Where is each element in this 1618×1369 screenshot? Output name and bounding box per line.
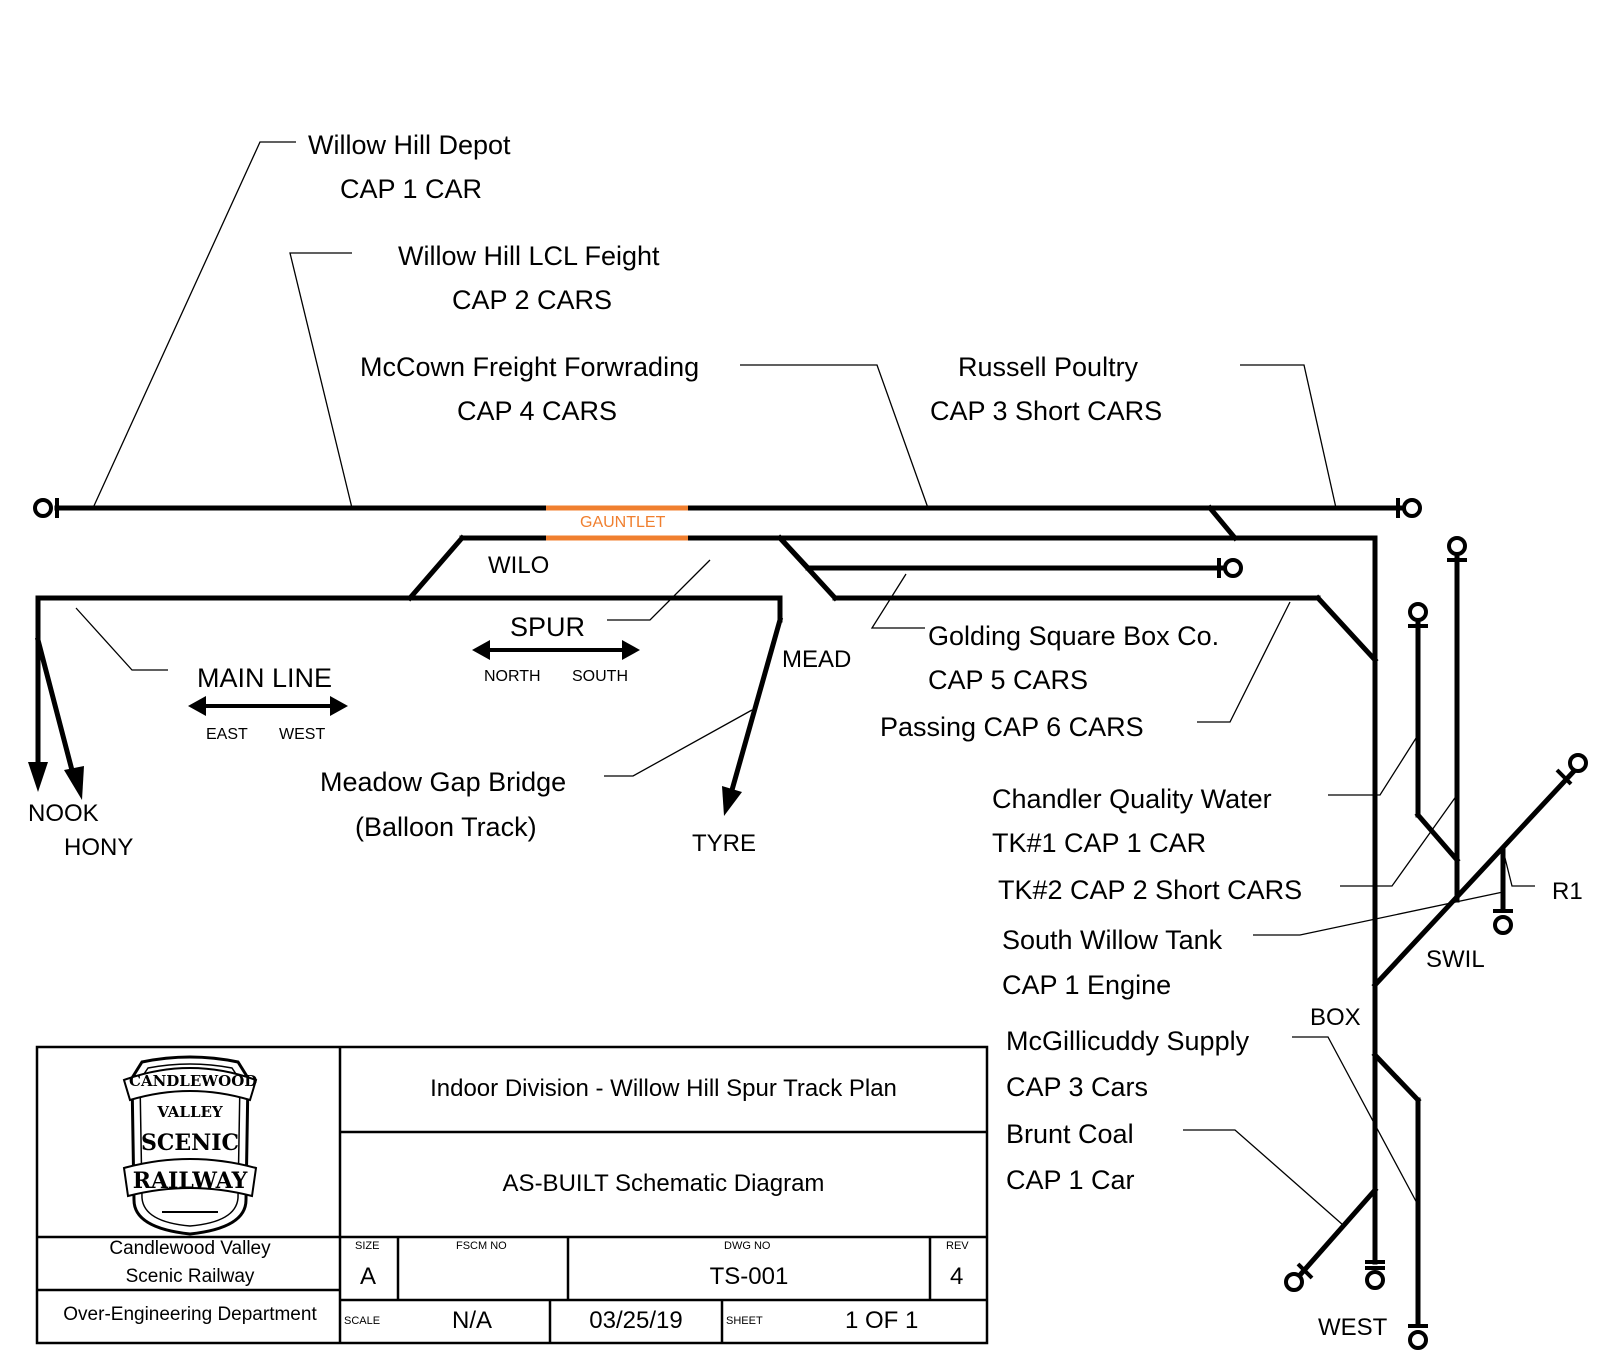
depot-cap: CAP 1 CAR [340, 174, 483, 204]
chandler-tk1-turnout [1414, 811, 1461, 864]
chandler-tk2: TK#2 CAP 2 Short CARS [998, 875, 1303, 905]
title-block-frame [35, 1045, 989, 1345]
east-label: EAST [206, 726, 248, 743]
bumper-icon [1402, 498, 1422, 518]
depot-name: Willow Hill Depot [308, 130, 511, 160]
russell-name: Russell Poultry [958, 352, 1139, 382]
department: Over-Engineering Department [63, 1304, 317, 1325]
station-nook: NOOK [28, 800, 99, 827]
golding-cap: CAP 5 CARS [928, 665, 1089, 695]
lcl-name: Willow Hill LCL Feight [398, 241, 660, 271]
mcg-name: McGillicuddy Supply [1006, 1026, 1250, 1056]
brunt-name: Brunt Coal [1006, 1119, 1134, 1149]
east-arrow-icon [188, 696, 206, 716]
main-tyre-leg2 [728, 616, 784, 794]
station-west: WEST [1318, 1314, 1388, 1341]
drawing-subtitle: AS-BUILT Schematic Diagram [502, 1170, 825, 1197]
chandler-name: Chandler Quality Water [992, 784, 1272, 814]
passing-turnout [1314, 594, 1379, 664]
south-label: SOUTH [572, 668, 628, 685]
west-arrow-icon [330, 696, 348, 716]
gauntlet-track [546, 505, 688, 541]
bumpers [33, 498, 1588, 1350]
sheet-label: SHEET [726, 1315, 763, 1327]
track-arrows [28, 762, 742, 816]
swil-diagonal-track [1371, 766, 1579, 989]
station-hony: HONY [64, 834, 134, 861]
bumper-icon [1365, 1270, 1385, 1290]
company-line2: Scenic Railway [125, 1266, 255, 1287]
spur-connection-track [406, 534, 466, 602]
mcg-cap: CAP 3 Cars [1006, 1072, 1149, 1102]
station-swil: SWIL [1426, 946, 1485, 973]
meadow-sub: (Balloon Track) [355, 812, 537, 842]
sheet-value: 1 OF 1 [845, 1307, 919, 1334]
logo-line1: CANDLEWOOD [129, 1072, 258, 1090]
tank-name: South Willow Tank [1002, 925, 1223, 955]
rev-label: REV [946, 1240, 969, 1252]
lcl-cap: CAP 2 CARS [452, 285, 613, 315]
golding-name: Golding Square Box Co. [928, 621, 1220, 651]
size-value: A [360, 1263, 377, 1290]
bumper-icon [1568, 753, 1588, 773]
russell-cap: CAP 3 Short CARS [930, 396, 1163, 426]
mccown-name: McCown Freight Forwrading [360, 352, 700, 382]
bumper-icon [1493, 915, 1513, 935]
station-box: BOX [1310, 1004, 1361, 1031]
crossover-track [1206, 504, 1239, 542]
gauntlet-label: GAUNTLET [580, 514, 666, 531]
nook-arrow-icon [28, 762, 48, 792]
station-tyre: TYRE [692, 830, 757, 857]
logo-line3: SCENIC [140, 1130, 240, 1156]
bumper-icon [33, 498, 53, 518]
tank-cap: CAP 1 Engine [1002, 970, 1172, 1000]
station-wilo: WILO [488, 552, 550, 579]
logo-icon [122, 1055, 258, 1236]
main-line-label: MAIN LINE [197, 663, 333, 693]
leader-lines [75, 141, 1535, 1226]
track-group [34, 504, 1579, 1328]
brunt-cap: CAP 1 Car [1006, 1165, 1135, 1195]
dwg-value: TS-001 [709, 1263, 789, 1290]
fscm-label: FSCM NO [456, 1240, 507, 1252]
meadow-name: Meadow Gap Bridge [320, 767, 567, 797]
passing-cap: Passing CAP 6 CARS [880, 712, 1144, 742]
passing-track [776, 534, 839, 602]
hony-arrow-icon [64, 766, 84, 800]
main-hony-leg [34, 636, 78, 782]
west-label: WEST [279, 726, 326, 743]
logo-line2: VALLEY [157, 1103, 223, 1121]
brunt-coal-track [1296, 1186, 1379, 1279]
station-mead: MEAD [782, 646, 852, 673]
size-label: SIZE [355, 1240, 380, 1252]
bumper-icon [1223, 558, 1243, 578]
dwg-label: DWG NO [724, 1240, 771, 1252]
bumper-icon [1408, 602, 1428, 622]
logo-line4: RAILWAY [132, 1168, 248, 1194]
company-line1: Candlewood Valley [109, 1238, 271, 1259]
date-value: 03/25/19 [589, 1307, 683, 1334]
scale-label: SCALE [344, 1315, 381, 1327]
chandler-tk1: TK#1 CAP 1 CAR [992, 828, 1207, 858]
box-track [1371, 1051, 1422, 1104]
scale-value: N/A [452, 1307, 493, 1334]
drawing-title: Indoor Division - Willow Hill Spur Track… [430, 1075, 897, 1102]
north-label: NORTH [484, 668, 541, 685]
direction-arrows [188, 640, 640, 716]
station-r1: R1 [1552, 878, 1583, 905]
north-arrow-icon [472, 640, 490, 660]
mccown-cap: CAP 4 CARS [457, 396, 618, 426]
tyre-arrow-icon [722, 786, 742, 816]
bumper-icon [1447, 536, 1467, 556]
bumper-icon [1408, 1330, 1428, 1350]
rev-value: 4 [950, 1263, 964, 1290]
spur-label: SPUR [510, 612, 586, 642]
south-arrow-icon [622, 640, 640, 660]
bumper-icon [1284, 1272, 1304, 1292]
